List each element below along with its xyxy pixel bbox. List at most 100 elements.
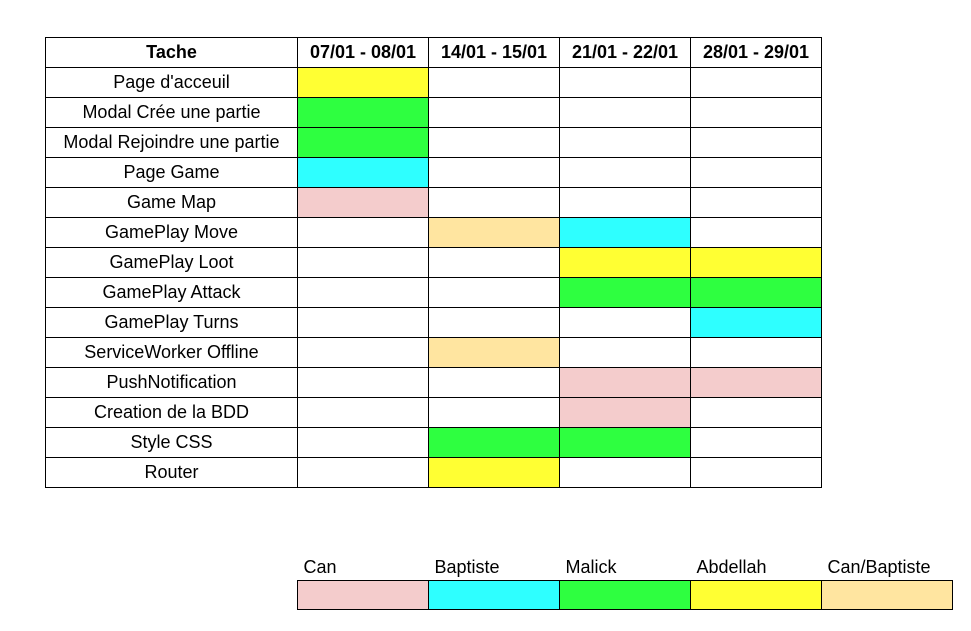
table-row: Style CSS [45,427,822,458]
legend-swatch [690,580,822,610]
empty-cell [297,457,429,488]
empty-cell [559,127,691,158]
assignment-cell [690,367,822,398]
legend-swatch [428,580,560,610]
schedule-table: Tache 07/01 - 08/01 14/01 - 15/01 21/01 … [45,37,822,488]
assignment-cell [297,67,429,98]
empty-cell [428,67,560,98]
task-name: Style CSS [45,427,298,458]
empty-cell [690,187,822,218]
empty-cell [428,127,560,158]
assignment-cell [559,247,691,278]
legend-table: Can Baptiste Malick Abdellah Can/Baptiste [297,554,953,610]
assignment-cell [297,97,429,128]
task-name: Page d'acceuil [45,67,298,98]
legend-swatch [821,580,953,610]
legend-label: Can/Baptiste [827,556,931,577]
assignment-cell [559,427,691,458]
table-row: GamePlay Attack [45,277,822,308]
empty-cell [297,247,429,278]
empty-cell [690,217,822,248]
task-name: GamePlay Turns [45,307,298,338]
task-name: Creation de la BDD [45,397,298,428]
empty-cell [297,337,429,368]
legend-label: Abdellah [696,556,767,577]
legend-label: Can [303,556,337,577]
assignment-cell [428,217,560,248]
empty-cell [428,367,560,398]
empty-cell [297,427,429,458]
empty-cell [428,307,560,338]
task-name: Modal Rejoindre une partie [45,127,298,158]
header-week-1: 07/01 - 08/01 [297,37,429,68]
empty-cell [297,217,429,248]
header-task: Tache [45,37,298,68]
task-name: GamePlay Loot [45,247,298,278]
table-row: GamePlay Loot [45,247,822,278]
legend-labels-row: Can Baptiste Malick Abdellah Can/Baptiste [298,554,953,581]
table-row: Modal Rejoindre une partie [45,127,822,158]
task-name: Router [45,457,298,488]
empty-cell [559,337,691,368]
assignment-cell [690,277,822,308]
legend-label: Baptiste [434,556,500,577]
empty-cell [690,427,822,458]
assignment-cell [297,157,429,188]
empty-cell [297,397,429,428]
table-row: PushNotification [45,367,822,398]
empty-cell [297,307,429,338]
header-week-3: 21/01 - 22/01 [559,37,691,68]
empty-cell [559,97,691,128]
table-row: GamePlay Move [45,217,822,248]
empty-cell [428,157,560,188]
assignment-cell [428,427,560,458]
task-name: ServiceWorker Offline [45,337,298,368]
empty-cell [428,397,560,428]
task-name: PushNotification [45,367,298,398]
empty-cell [428,187,560,218]
table-row: Page d'acceuil [45,67,822,98]
assignment-cell [559,397,691,428]
empty-cell [428,97,560,128]
assignment-cell [559,367,691,398]
empty-cell [690,457,822,488]
empty-cell [559,157,691,188]
header-week-2: 14/01 - 15/01 [428,37,560,68]
task-name: Modal Crée une partie [45,97,298,128]
assignment-cell [297,187,429,218]
assignment-cell [690,247,822,278]
empty-cell [690,67,822,98]
legend-swatches-row [297,580,953,610]
table-row: Game Map [45,187,822,218]
empty-cell [428,277,560,308]
legend-swatch [559,580,691,610]
task-name: GamePlay Move [45,217,298,248]
table-row: Page Game [45,157,822,188]
empty-cell [559,307,691,338]
header-row: Tache 07/01 - 08/01 14/01 - 15/01 21/01 … [45,37,822,68]
empty-cell [690,397,822,428]
header-week-4: 28/01 - 29/01 [690,37,822,68]
empty-cell [690,127,822,158]
empty-cell [690,337,822,368]
legend-label: Malick [565,556,617,577]
assignment-cell [690,307,822,338]
table-row: GamePlay Turns [45,307,822,338]
table-row: Modal Crée une partie [45,97,822,128]
table-row: ServiceWorker Offline [45,337,822,368]
empty-cell [690,157,822,188]
empty-cell [690,97,822,128]
empty-cell [297,367,429,398]
empty-cell [297,277,429,308]
task-name: Page Game [45,157,298,188]
empty-cell [559,67,691,98]
task-name: Game Map [45,187,298,218]
empty-cell [559,187,691,218]
empty-cell [428,247,560,278]
table-row: Router [45,457,822,488]
assignment-cell [428,337,560,368]
assignment-cell [297,127,429,158]
assignment-cell [559,277,691,308]
empty-cell [559,457,691,488]
task-name: GamePlay Attack [45,277,298,308]
